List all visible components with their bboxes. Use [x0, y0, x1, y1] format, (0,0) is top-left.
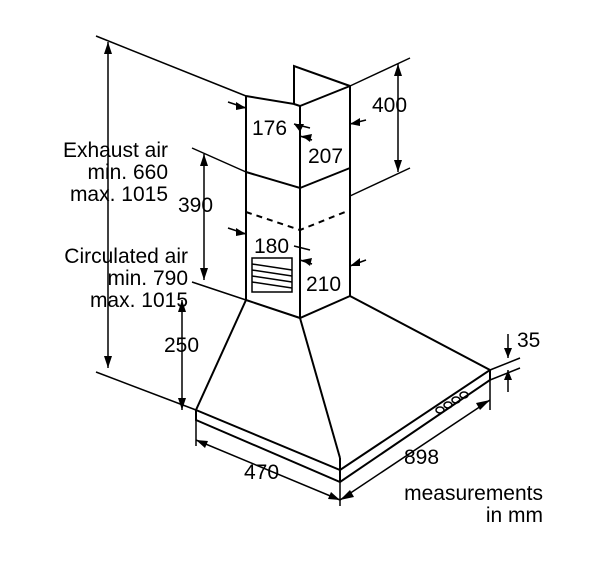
dim-176-label: 176: [252, 117, 288, 140]
circulated-air-title: Circulated air: [64, 245, 188, 268]
circulated-air-label: Circulated air min. 790 max. 1015: [20, 246, 188, 312]
dim-35-label: 35: [517, 329, 541, 352]
circulated-air-max: max. 1015: [89, 289, 188, 312]
dim-180-label: 180: [254, 235, 290, 258]
dim-898: [339, 380, 491, 501]
dim-207-label: 207: [308, 145, 344, 168]
dim-400: [349, 57, 411, 197]
dim-35: [489, 334, 521, 392]
units-note-line1: measurements: [404, 482, 543, 505]
dim-250: [178, 300, 186, 410]
exhaust-air-title: Exhaust air: [62, 139, 168, 162]
dim-180: [227, 227, 311, 251]
dim-400-label: 400: [372, 94, 408, 117]
circulated-air-min: min. 790: [107, 267, 188, 290]
dim-176: [227, 101, 311, 132]
dim-390-label: 390: [178, 194, 214, 217]
exhaust-air-min: min. 660: [87, 161, 168, 184]
units-note: measurements in mm: [380, 483, 543, 527]
dim-470: [195, 420, 341, 506]
hood-body: [194, 295, 492, 484]
dim-overall-height: [95, 35, 247, 411]
overlap-dashed-line: [245, 209, 351, 232]
control-buttons: [435, 391, 469, 414]
dim-210-label: 210: [306, 273, 342, 296]
chimney-upper-outline: [245, 64, 351, 190]
dim-898-label: 898: [404, 446, 440, 469]
vent-grille: [251, 257, 293, 293]
exhaust-air-label: Exhaust air min. 660 max. 1015: [20, 140, 168, 206]
units-note-line2: in mm: [485, 504, 543, 527]
exhaust-air-max: max. 1015: [69, 183, 168, 206]
dim-210: [299, 258, 367, 267]
dim-250-label: 250: [164, 334, 200, 357]
dim-390: [191, 147, 247, 301]
dim-207: [299, 118, 367, 142]
dim-470-label: 470: [244, 461, 280, 484]
